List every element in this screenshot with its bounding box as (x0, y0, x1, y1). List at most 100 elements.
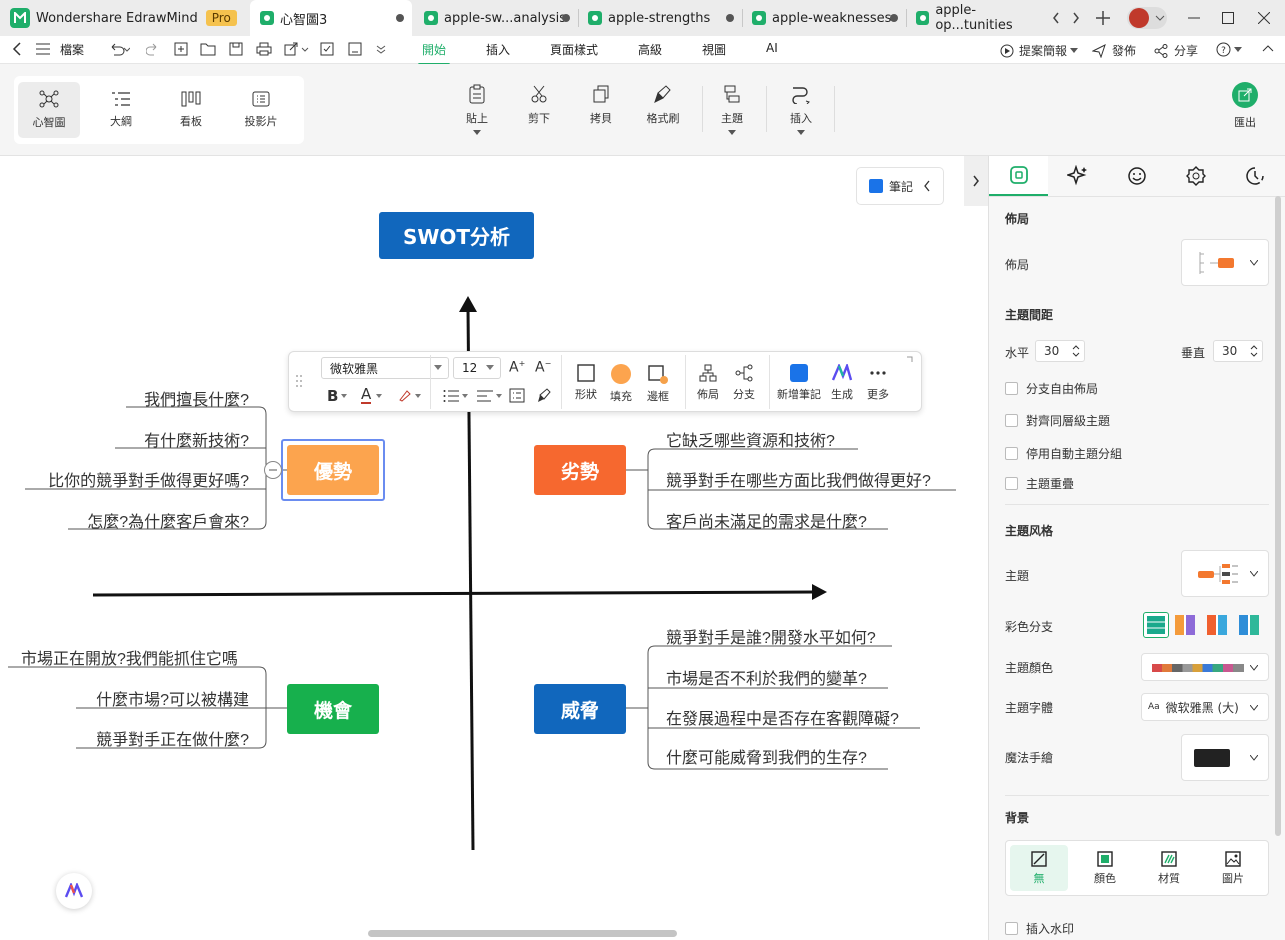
tab-apple-strengths[interactable]: apple-strengths (580, 0, 742, 36)
align-icon[interactable] (477, 389, 502, 403)
color-branch-option-3[interactable] (1207, 615, 1227, 635)
unsaved-dot-icon[interactable] (562, 14, 570, 22)
checkbox-align-siblings[interactable]: 對齊同層級主題 (1005, 412, 1110, 429)
color-branch-option-4[interactable] (1239, 615, 1259, 635)
subtopic-weakness-1[interactable]: 它缺乏哪些資源和技術? (666, 433, 835, 450)
layout-dropdown[interactable] (1181, 239, 1269, 286)
collapse-toggle[interactable] (264, 461, 282, 479)
tab-swot-analysis[interactable]: apple-sw...analysis (416, 0, 578, 36)
theme-dropdown[interactable] (1181, 550, 1269, 597)
bg-option-color[interactable]: 顏色 (1076, 845, 1134, 891)
subtopic-strength-1[interactable]: 我們擅長什麼? (144, 392, 249, 409)
export-button[interactable]: 匯出 (1220, 82, 1270, 130)
format-painter-button[interactable]: 格式刷 (638, 84, 688, 126)
checkbox-watermark[interactable]: 插入水印 (1005, 920, 1074, 937)
topic-threats[interactable]: 威脅 (534, 684, 626, 734)
tab-mindmap3[interactable]: 心智圖3 (250, 0, 412, 36)
vertical-spacing-input[interactable]: 30 (1213, 340, 1263, 362)
panel-tab-history[interactable] (1225, 156, 1284, 196)
new-tab-icon[interactable] (1088, 0, 1118, 36)
ai-assistant-button[interactable] (56, 873, 92, 909)
subtopic-weakness-3[interactable]: 客戶尚未滿足的需求是什麼? (666, 514, 867, 531)
color-branch-option-1[interactable] (1143, 612, 1169, 638)
bg-option-texture[interactable]: 材質 (1140, 845, 1198, 891)
publish-button[interactable]: 發佈 (1092, 42, 1136, 59)
subtopic-opportunity-3[interactable]: 競爭對手正在做什麼? (96, 732, 249, 749)
panel-toggle-button[interactable] (964, 156, 988, 206)
subtopic-threat-1[interactable]: 競爭對手是誰?開發水平如何? (666, 630, 876, 647)
cut-button[interactable]: 剪下 (514, 84, 564, 126)
unsaved-dot-icon[interactable] (890, 14, 898, 22)
branch-button[interactable]: 分支 (729, 364, 759, 402)
subtopic-strength-3[interactable]: 比你的競爭對手做得更好嗎? (48, 473, 249, 490)
hand-drawn-dropdown[interactable] (1181, 734, 1269, 781)
tab-scroll-left-icon[interactable] (1046, 0, 1066, 36)
close-icon[interactable] (1246, 0, 1282, 36)
open-folder-icon[interactable] (200, 42, 216, 56)
insert-button[interactable]: 插入 (776, 84, 826, 136)
tab-scroll-right-icon[interactable] (1066, 0, 1086, 36)
file-menu[interactable]: 檔案 (60, 43, 85, 57)
share-button[interactable]: 分享 (1154, 42, 1198, 59)
border-button[interactable]: 邊框 (643, 364, 673, 404)
maximize-icon[interactable] (1210, 0, 1246, 36)
subtopic-opportunity-1[interactable]: 市場正在開放?我們能抓住它嗎 (21, 651, 238, 668)
save-as-icon[interactable] (348, 42, 362, 56)
numbering-icon[interactable] (443, 389, 468, 403)
minimize-icon[interactable] (1176, 0, 1212, 36)
tab-apple-opportunities[interactable]: apple-op...tunities (908, 0, 1048, 36)
checklist-icon[interactable] (320, 42, 334, 56)
subtopic-weakness-2[interactable]: 競爭對手在哪些方面比我們做得更好? (666, 473, 931, 490)
panel-tab-ai[interactable] (1048, 156, 1107, 196)
view-kanban-button[interactable]: 看板 (160, 82, 222, 138)
subtopic-strength-2[interactable]: 有什麼新技術? (144, 433, 249, 450)
tab-advanced[interactable]: 高級 (638, 43, 663, 57)
subtopic-strength-4[interactable]: 怎麼?為什麼客戶會來? (87, 514, 249, 531)
checkbox-list-icon[interactable] (509, 388, 525, 403)
collapse-ribbon-icon[interactable] (1262, 44, 1274, 52)
decrease-font-icon[interactable]: A− (535, 359, 552, 376)
drag-handle-icon[interactable] (295, 374, 303, 388)
panel-tab-style[interactable] (989, 156, 1048, 196)
panel-tab-icons[interactable] (1107, 156, 1166, 196)
checkbox-disable-auto-group[interactable]: 停用自動主題分組 (1005, 445, 1122, 462)
user-account[interactable] (1127, 7, 1167, 29)
subtopic-opportunity-2[interactable]: 什麼市場?可以被構建 (96, 692, 249, 709)
clear-format-brush-icon[interactable] (537, 388, 551, 403)
subtopic-threat-2[interactable]: 市場是否不利於我們的變革? (666, 671, 867, 688)
topic-strengths[interactable]: 優勢 (287, 445, 379, 495)
subtopic-threat-4[interactable]: 什麼可能威脅到我們的生存? (666, 750, 867, 767)
add-note-button[interactable]: 新增筆記 (775, 364, 823, 402)
theme-color-dropdown[interactable] (1141, 653, 1269, 681)
print-icon[interactable] (256, 42, 272, 56)
fill-button[interactable]: 填充 (606, 364, 636, 404)
checkbox-topic-overlap[interactable]: 主題重疊 (1005, 475, 1074, 492)
subtopic-threat-3[interactable]: 在發展過程中是否存在客觀障礙? (666, 711, 899, 728)
notes-button[interactable]: 筆記 (856, 167, 944, 205)
tab-insert[interactable]: 插入 (486, 43, 511, 57)
horizontal-spacing-input[interactable]: 30 (1035, 340, 1085, 362)
bg-option-none[interactable]: 無 (1010, 845, 1068, 891)
help-button[interactable]: ? (1216, 42, 1242, 57)
topic-button[interactable]: 主題 (707, 84, 757, 136)
tab-apple-weaknesses[interactable]: apple-weaknesses (744, 0, 906, 36)
tab-ai[interactable]: AI (766, 41, 778, 55)
view-slides-button[interactable]: 投影片 (230, 82, 292, 138)
tab-view[interactable]: 視圖 (702, 43, 727, 57)
mindmap-canvas[interactable] (0, 156, 960, 940)
view-outline-button[interactable]: 大綱 (90, 82, 152, 138)
layout-button[interactable]: 佈局 (693, 364, 723, 402)
copy-button[interactable]: 拷貝 (576, 84, 626, 126)
topic-weaknesses[interactable]: 劣勢 (534, 445, 626, 495)
highlight-icon[interactable] (397, 389, 421, 403)
topic-opportunities[interactable]: 機會 (287, 684, 379, 734)
panel-tab-theme[interactable] (1166, 156, 1225, 196)
tab-page-style[interactable]: 頁面樣式 (550, 43, 599, 57)
paste-button[interactable]: 貼上 (452, 84, 502, 136)
new-file-icon[interactable] (174, 42, 188, 56)
theme-font-dropdown[interactable]: Aa 微软雅黑 (大) (1141, 693, 1269, 721)
font-family-select[interactable]: 微软雅黑 (321, 357, 449, 379)
menu-icon[interactable] (36, 43, 50, 55)
font-color-button[interactable]: A (361, 387, 383, 404)
unsaved-dot-icon[interactable] (726, 14, 734, 22)
